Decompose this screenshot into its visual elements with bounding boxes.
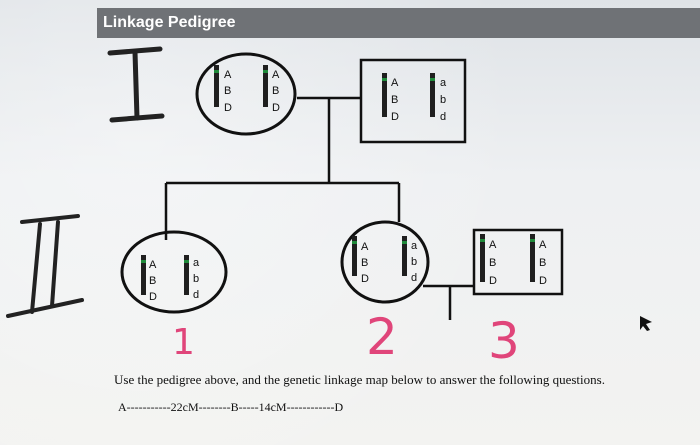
allele-label: B — [224, 85, 231, 97]
allele-label: B — [149, 275, 156, 287]
allele-label: B — [489, 257, 496, 269]
instructions-text: Use the pedigree above, and the genetic … — [114, 372, 605, 387]
allele-label: D — [224, 102, 232, 114]
allele-label: D — [391, 111, 399, 123]
allele-label: d — [440, 111, 446, 123]
allele-label: B — [391, 94, 398, 106]
allele-label: B — [361, 257, 368, 269]
individual-number-2: 2 — [366, 308, 398, 366]
allele-label: D — [489, 275, 497, 287]
allele-label: D — [149, 291, 157, 303]
generation-I-mother — [195, 52, 297, 136]
allele-label: A — [224, 69, 232, 81]
generation-I-father — [359, 58, 467, 144]
allele-label: a — [411, 240, 418, 252]
mouse-cursor-icon — [640, 316, 652, 331]
allele-label: B — [539, 257, 546, 269]
allele-label: D — [361, 273, 369, 285]
allele-label: A — [539, 239, 547, 251]
allele-label: a — [193, 257, 200, 269]
generation-II-individual-2 — [340, 220, 430, 304]
chromosome-bars — [141, 65, 535, 295]
allele-label: A — [361, 241, 369, 253]
generation-II-individual-3 — [472, 228, 564, 296]
linkage-map-text: A-----------22cM--------B-----14cM------… — [118, 400, 344, 414]
allele-label: d — [193, 289, 199, 301]
allele-label: D — [272, 102, 280, 114]
individual-number-1: 1 — [172, 322, 195, 363]
allele-label: D — [539, 275, 547, 287]
allele-label: b — [411, 256, 417, 268]
title-bar: Linkage Pedigree — [97, 8, 700, 38]
individual-number-3: 3 — [488, 312, 520, 370]
allele-label: b — [193, 273, 199, 285]
generation-II-label — [6, 214, 84, 318]
allele-label: A — [149, 259, 157, 271]
allele-label: b — [440, 94, 446, 106]
allele-label: A — [391, 77, 399, 89]
allele-label: B — [272, 85, 279, 97]
allele-label: A — [272, 69, 280, 81]
allele-label: A — [489, 239, 497, 251]
pedigree-lines — [164, 96, 475, 320]
page-title: Linkage Pedigree — [103, 14, 236, 31]
allele-label: d — [411, 272, 417, 284]
generation-II-individual-1 — [120, 230, 228, 314]
allele-label: a — [440, 77, 447, 89]
generation-I-label — [107, 46, 165, 123]
